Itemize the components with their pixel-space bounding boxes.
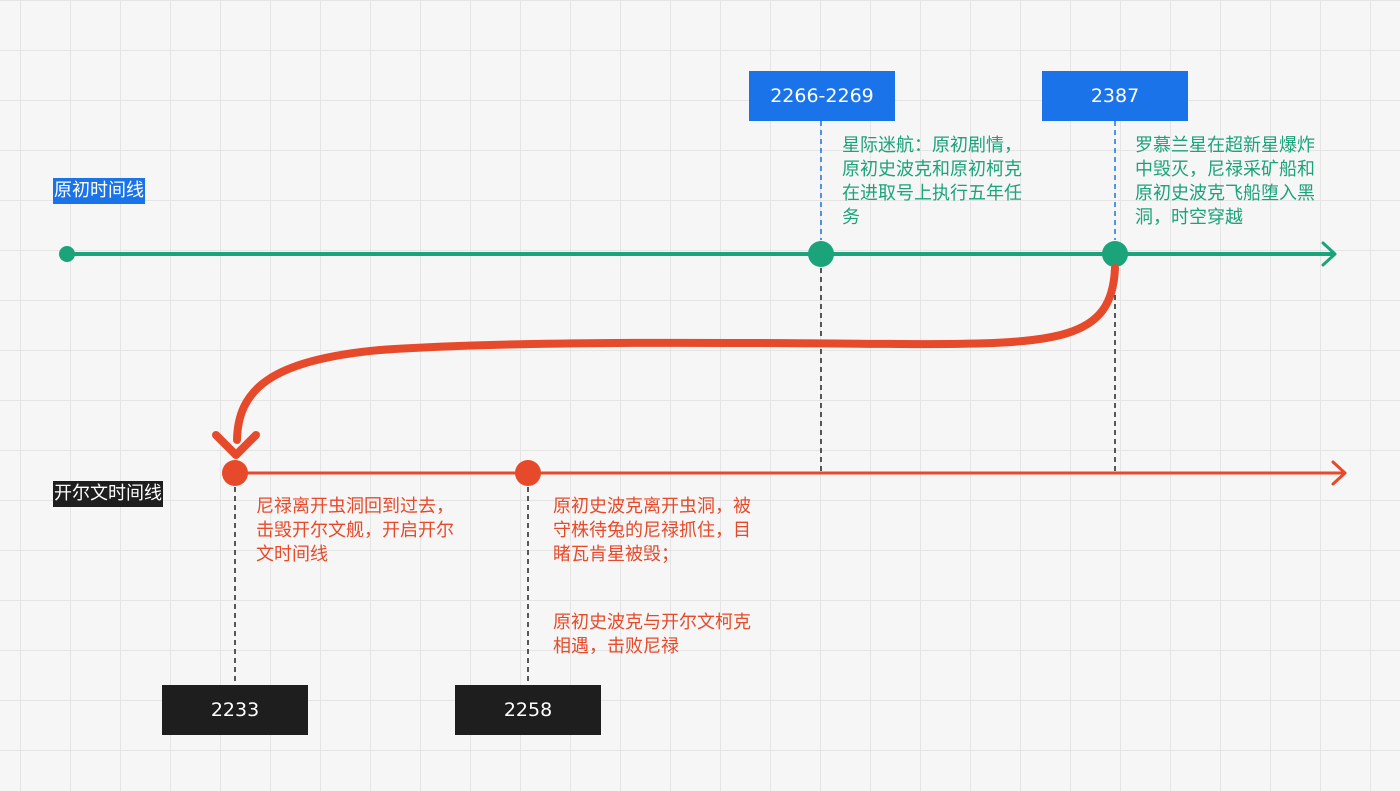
- event-note-2387: 罗慕兰星在超新星爆炸 中毁灭，尼禄采矿船和 原初史波克飞船堕入黑 洞，时空穿越: [1135, 135, 1315, 228]
- event-note-2233: 尼禄离开虫洞回到过去， 击毁开尔文舰，开启开尔 文时间线: [256, 496, 454, 565]
- kelvin-timeline-label: 开尔文时间线: [53, 481, 163, 507]
- original-timeline: [59, 241, 1337, 267]
- event-node-2233[interactable]: [222, 460, 248, 486]
- year-box-2258[interactable]: 2258: [455, 685, 601, 735]
- event-note-2266: 星际迷航：原初剧情， 原初史波克和原初柯克 在进取号上执行五年任 务: [842, 135, 1022, 228]
- year-box-2233[interactable]: 2233: [162, 685, 308, 735]
- event-node-2387[interactable]: [1102, 241, 1128, 267]
- time-travel-arrowhead: [212, 431, 260, 459]
- event-node-2258[interactable]: [515, 460, 541, 486]
- kelvin-timeline-arrow: [1331, 460, 1347, 486]
- year-box-2266[interactable]: 2266-2269: [749, 71, 895, 121]
- event-note-2258-defeat: 原初史波克与开尔文柯克 相遇，击败尼禄: [553, 612, 751, 657]
- year-box-2387[interactable]: 2387: [1042, 71, 1188, 121]
- original-timeline-arrow: [1321, 241, 1337, 267]
- original-timeline-label: 原初时间线: [53, 178, 145, 204]
- time-travel-arrow: [212, 264, 1119, 459]
- time-travel-curve: [233, 264, 1119, 444]
- event-note-2258-capture: 原初史波克离开虫洞，被 守株待兔的尼禄抓住，目 睹瓦肯星被毁；: [553, 496, 751, 565]
- kelvin-timeline: [222, 460, 1347, 486]
- original-timeline-start-dot: [59, 246, 75, 262]
- event-node-2266[interactable]: [808, 241, 834, 267]
